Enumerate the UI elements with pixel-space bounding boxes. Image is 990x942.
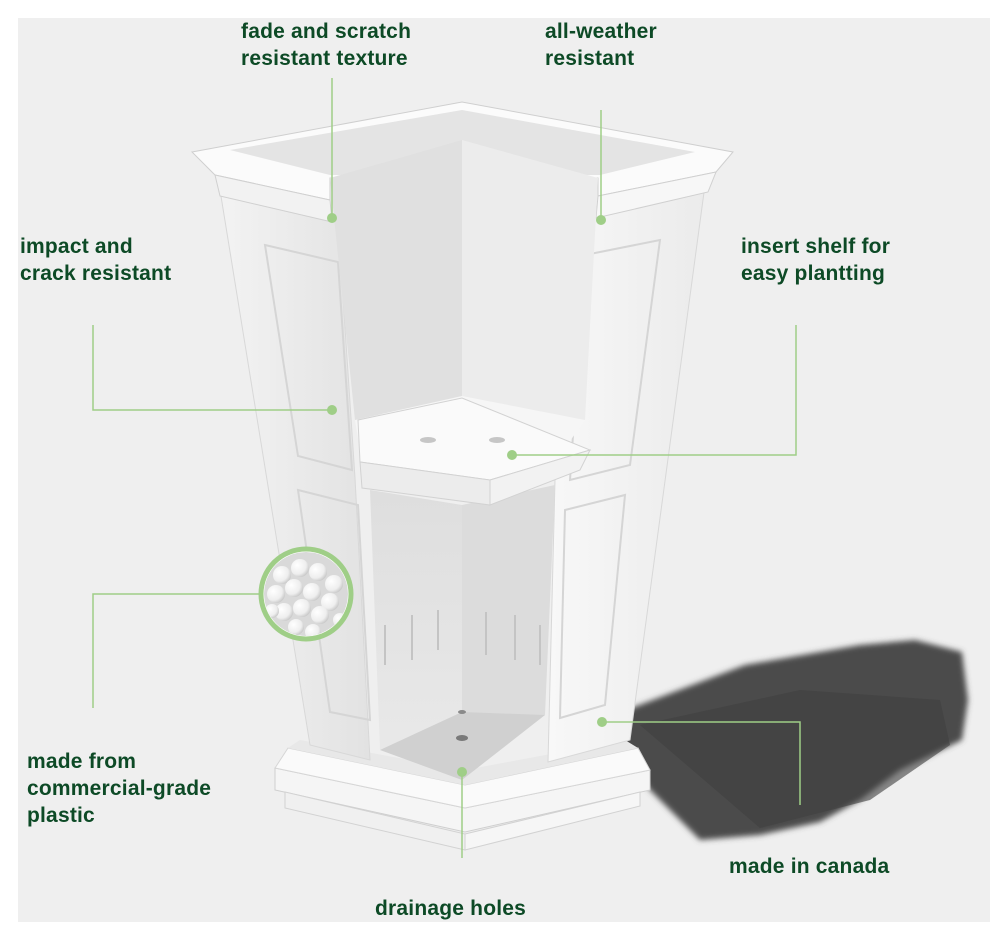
callout-line-insert-shelf xyxy=(512,325,797,456)
label-impact-crack-resistant: impact and crack resistant xyxy=(20,235,172,285)
label-made-in-canada: made in canada xyxy=(729,855,890,878)
label-insert-shelf: insert shelf for easy plantting xyxy=(741,235,891,285)
label-drainage-holes: drainage holes xyxy=(375,897,527,920)
label-commercial-grade-plastic: made from commercial-grade plastic xyxy=(27,750,212,827)
label-fade-scratch-resistant: fade and scratch resistant texture xyxy=(241,20,412,70)
insert-shelf xyxy=(357,397,592,506)
callout-dots xyxy=(327,213,607,777)
plastic-beads-inset xyxy=(258,546,354,642)
callout-line-impact-crack xyxy=(92,325,332,411)
callout-line-plastic xyxy=(92,593,262,708)
planter-base xyxy=(274,740,651,851)
label-all-weather-resistant: all-weather resistant xyxy=(545,20,657,70)
callout-line-canada xyxy=(602,721,801,805)
callout-lines xyxy=(92,78,801,858)
planter-shadow xyxy=(600,640,968,840)
